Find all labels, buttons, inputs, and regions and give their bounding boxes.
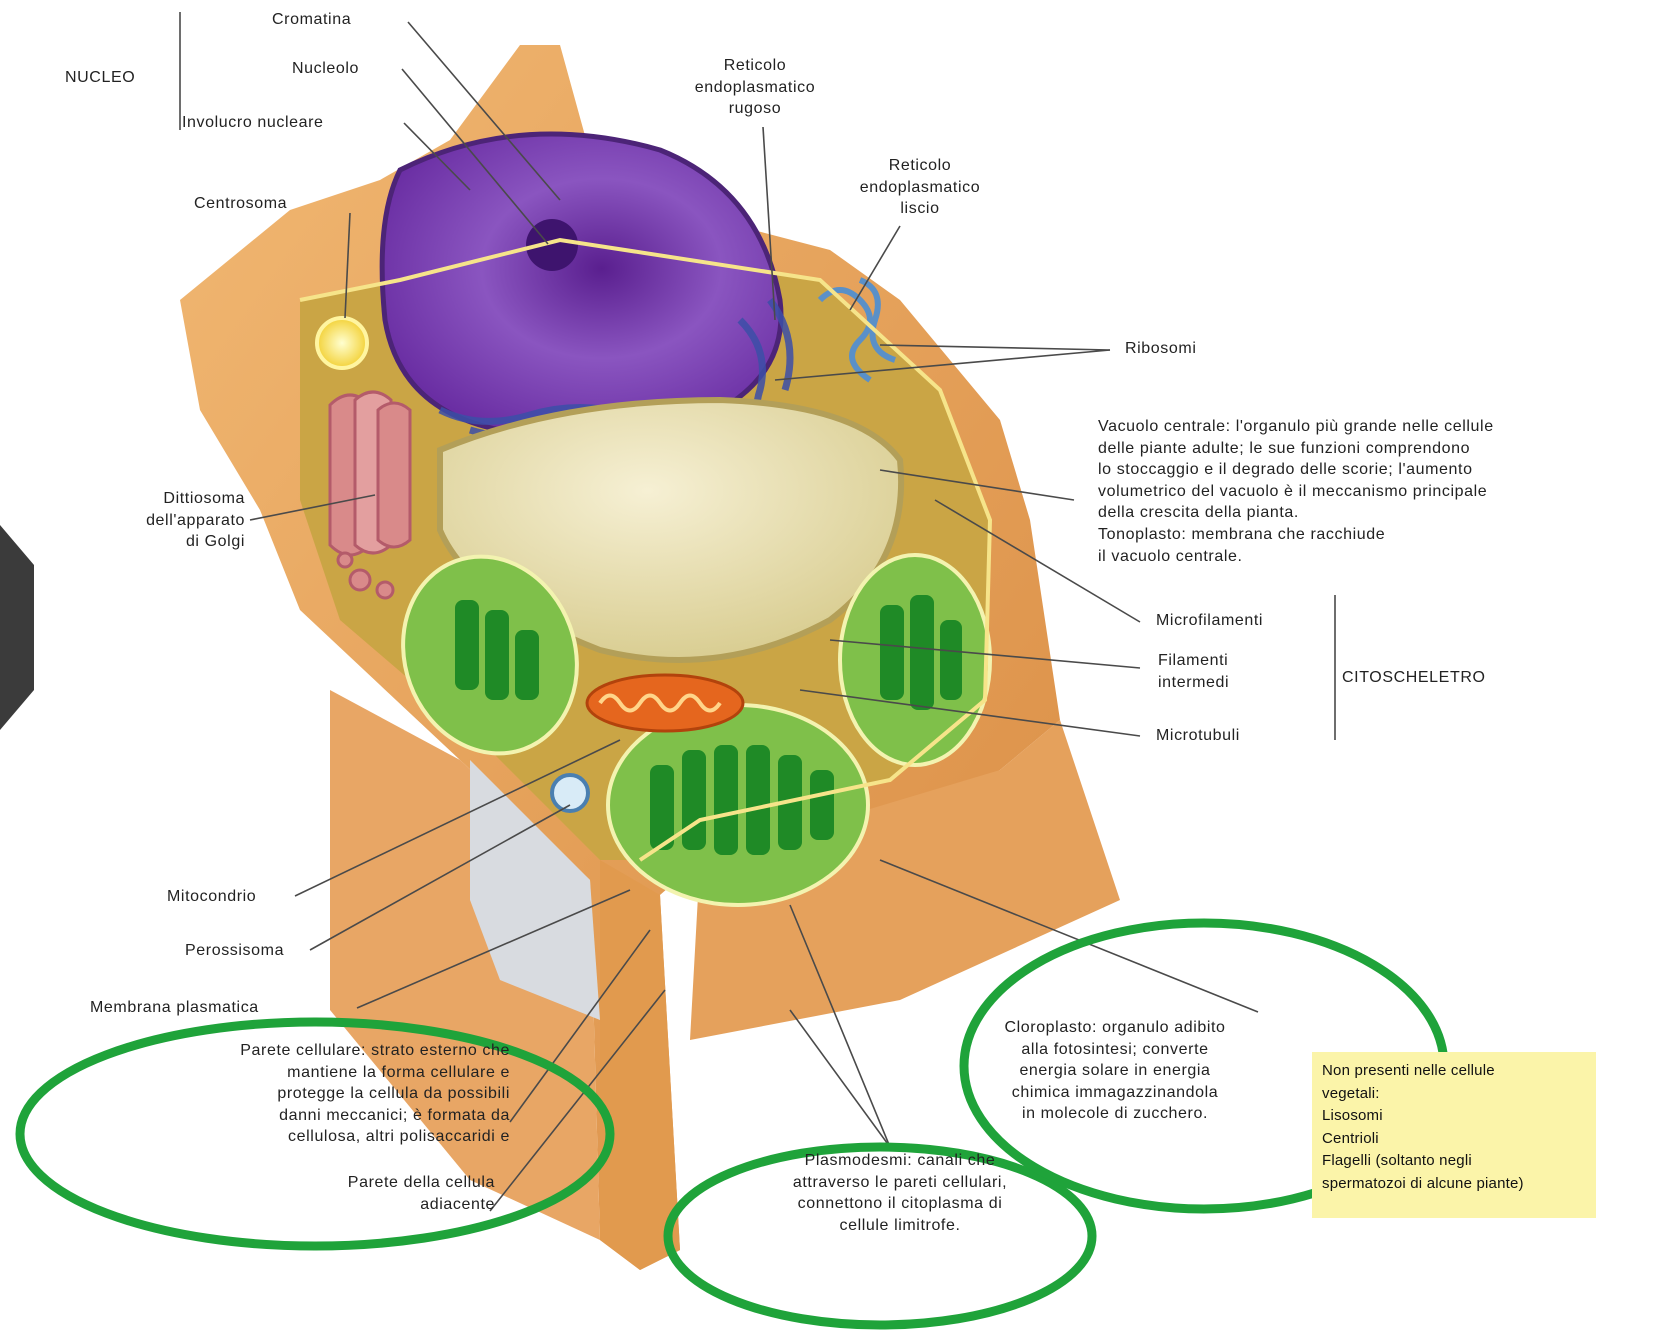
note-line: Lisosomi xyxy=(1322,1105,1586,1128)
label-membrana-plasmatica: Membrana plasmatica xyxy=(90,997,259,1019)
centrosome xyxy=(317,318,367,368)
label-microtubuli: Microtubuli xyxy=(1156,725,1240,747)
label-perossisoma: Perossisoma xyxy=(185,940,284,962)
label-cloroplasto: Cloroplasto: organulo adibito alla fotos… xyxy=(950,1017,1280,1125)
label-parete-adiacente: Parete della cellula adiacente xyxy=(250,1172,495,1215)
label-dittiosoma: Dittiosoma dell'apparato di Golgi xyxy=(80,488,245,553)
label-rer: Reticolo endoplasmatico rugoso xyxy=(655,55,855,120)
label-parete-cellulare: Parete cellulare: strato esterno che man… xyxy=(60,1040,510,1148)
note-line: Flagelli (soltanto negli xyxy=(1322,1150,1586,1173)
label-vacuolo-centrale: Vacuolo centrale: l'organulo più grande … xyxy=(1098,416,1678,567)
label-mitocondrio: Mitocondrio xyxy=(167,886,256,908)
label-microfilamenti: Microfilamenti xyxy=(1156,610,1263,632)
note-line: vegetali: xyxy=(1322,1083,1586,1106)
note-line: Non presenti nelle cellule xyxy=(1322,1060,1586,1083)
label-cromatina: Cromatina xyxy=(272,9,351,31)
note-box: Non presenti nelle cellule vegetali: Lis… xyxy=(1312,1052,1596,1218)
chloroplast-bottom xyxy=(608,705,868,905)
label-nucleolo: Nucleolo xyxy=(292,58,359,80)
label-citoscheletro: CITOSCHELETRO xyxy=(1342,667,1486,689)
mitochondrion xyxy=(587,675,743,731)
note-line: Centrioli xyxy=(1322,1128,1586,1151)
nucleus xyxy=(382,134,781,433)
label-plasmodesmi: Plasmodesmi: canali che attraverso le pa… xyxy=(735,1150,1065,1236)
label-involucro-nucleare: Involucro nucleare xyxy=(182,112,324,134)
label-centrosoma: Centrosoma xyxy=(194,193,287,215)
note-line: spermatozoi di alcune piante) xyxy=(1322,1173,1586,1196)
chloroplast-right xyxy=(840,555,990,765)
label-ribosomi: Ribosomi xyxy=(1125,338,1197,360)
label-nucleo: NUCLEO xyxy=(65,67,135,89)
chevron-left-icon xyxy=(0,525,34,730)
label-ser: Reticolo endoplasmatico liscio xyxy=(820,155,1020,220)
label-filamenti-intermedi: Filamenti intermedi xyxy=(1158,650,1229,693)
